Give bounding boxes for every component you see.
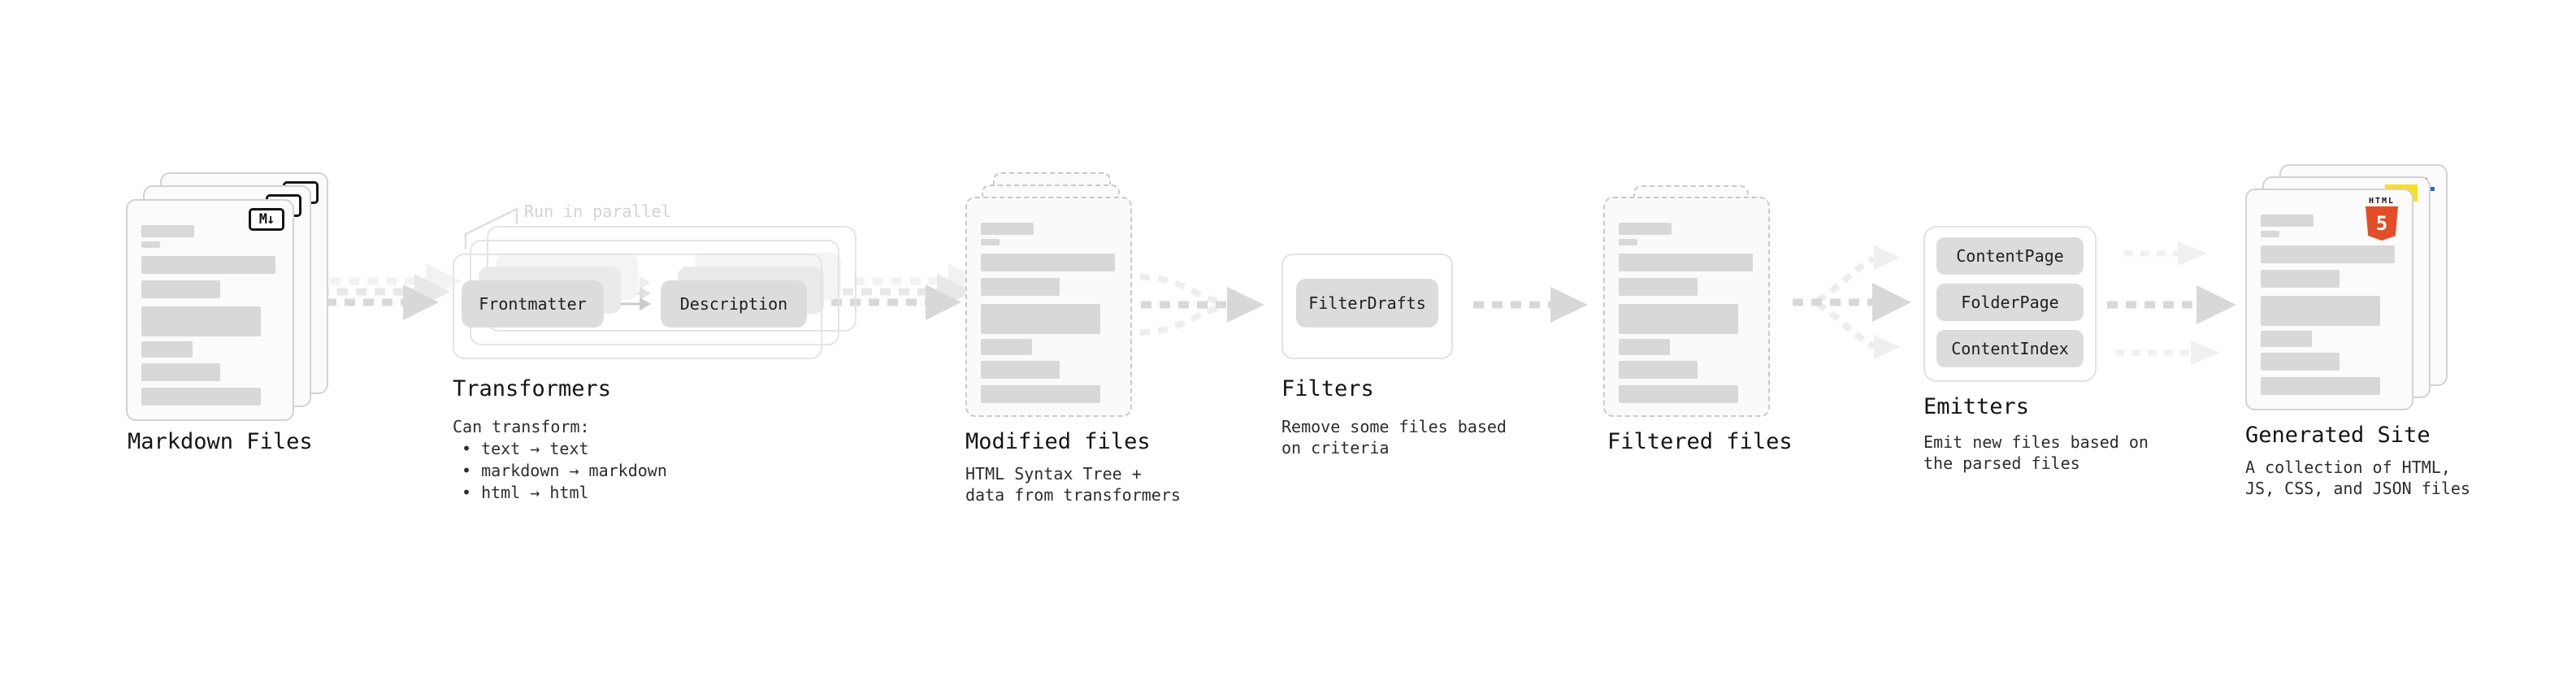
generated-site-description-line: A collection of HTML, xyxy=(2245,458,2451,477)
transform-rule: • markdown → markdown xyxy=(462,461,667,480)
placeholder-bar xyxy=(981,278,1060,296)
placeholder-bar xyxy=(2261,270,2340,288)
filters-description-line: on criteria xyxy=(1281,438,1390,458)
html5-badge-text: HTML xyxy=(2368,197,2396,206)
placeholder-bar xyxy=(2261,245,2395,263)
run-in-parallel-annotation: Run in parallel xyxy=(524,202,671,221)
placeholder-bar xyxy=(1619,304,1738,334)
transformer-layer-box xyxy=(453,254,822,359)
modified-files-label: Modified files xyxy=(965,429,1151,454)
html5-shield: 5 xyxy=(2366,206,2398,241)
placeholder-bar xyxy=(141,363,220,381)
chip-description: Description xyxy=(661,280,807,327)
html5-icon: HTML 5 xyxy=(2363,197,2400,241)
filtered-files-label: Filtered files xyxy=(1607,429,1793,454)
chip-contentpage: ContentPage xyxy=(1936,237,2084,275)
placeholder-bar xyxy=(981,339,1032,355)
placeholder-bar xyxy=(141,341,193,358)
chip-frontmatter: Frontmatter xyxy=(462,280,604,327)
placeholder-bar xyxy=(1619,254,1753,271)
placeholder-bar xyxy=(141,256,275,274)
placeholder-bar xyxy=(981,385,1100,403)
placeholder-bar xyxy=(1619,385,1738,403)
placeholder-bar xyxy=(981,254,1115,271)
placeholder-bar xyxy=(2261,215,2314,227)
filters-description-line: Remove some files based xyxy=(1281,417,1507,436)
placeholder-bar xyxy=(1619,339,1670,355)
placeholder-bar xyxy=(1619,278,1698,296)
transformers-label: Transformers xyxy=(453,376,612,401)
placeholder-bar xyxy=(141,241,160,248)
placeholder-bar xyxy=(981,361,1060,379)
modified-files-node: Modified files HTML Syntax Tree + data f… xyxy=(965,172,1209,514)
file-card xyxy=(965,197,1132,417)
file-card xyxy=(1603,197,1770,417)
chip-folderpage: FolderPage xyxy=(1936,284,2084,321)
placeholder-bar xyxy=(141,306,261,336)
placeholder-bar xyxy=(141,225,194,237)
markdown-icon: M↓ xyxy=(249,208,284,231)
placeholder-bar xyxy=(981,223,1034,235)
file-card: M↓ xyxy=(126,199,294,421)
modified-files-description-line: HTML Syntax Tree + xyxy=(965,464,1142,484)
placeholder-bar xyxy=(141,280,220,298)
emitters-description-line: the parsed files xyxy=(1923,453,2080,473)
transformers-description-intro: Can transform: xyxy=(453,417,590,436)
chip-contentindex: ContentIndex xyxy=(1936,330,2084,367)
filters-label: Filters xyxy=(1281,376,1374,401)
generated-site-label: Generated Site xyxy=(2245,423,2431,448)
placeholder-bar xyxy=(2261,353,2340,371)
placeholder-bar xyxy=(2261,231,2279,237)
generated-site-description-line: JS, CSS, and JSON files xyxy=(2245,479,2470,498)
transform-rule: • text → text xyxy=(462,439,589,458)
markdown-files-label: Markdown Files xyxy=(128,429,313,454)
placeholder-bar xyxy=(2261,377,2380,395)
chip-filterdrafts: FilterDrafts xyxy=(1296,279,1438,327)
emitters-label: Emitters xyxy=(1923,394,2030,419)
emitters-description-line: Emit new files based on xyxy=(1923,432,2149,452)
placeholder-bar xyxy=(1619,223,1672,235)
placeholder-bar xyxy=(1619,361,1698,379)
placeholder-bar xyxy=(1619,239,1637,245)
placeholder-bar xyxy=(981,239,1000,245)
placeholder-bar xyxy=(2261,331,2312,347)
transformers-node: Run in parallel Frontmatter Description … xyxy=(453,195,875,520)
placeholder-bar xyxy=(2261,296,2380,326)
modified-files-description-line: data from transformers xyxy=(965,485,1181,505)
filters-node: FilterDrafts Filters Remove some files b… xyxy=(1281,254,1525,497)
generated-site-node: CSS HTML 5 Generated Site A collection o… xyxy=(2245,164,2505,505)
emitters-node: ContentPage FolderPage ContentIndex Emit… xyxy=(1923,226,2167,486)
transform-rule: • html → html xyxy=(462,483,589,502)
placeholder-bar xyxy=(981,304,1100,334)
placeholder-bar xyxy=(141,388,261,406)
file-card: HTML 5 xyxy=(2245,189,2413,410)
filtered-files-node: Filtered files xyxy=(1603,185,1847,478)
markdown-files-node: M↓ M↓ M↓ Markdown Files xyxy=(126,158,370,484)
